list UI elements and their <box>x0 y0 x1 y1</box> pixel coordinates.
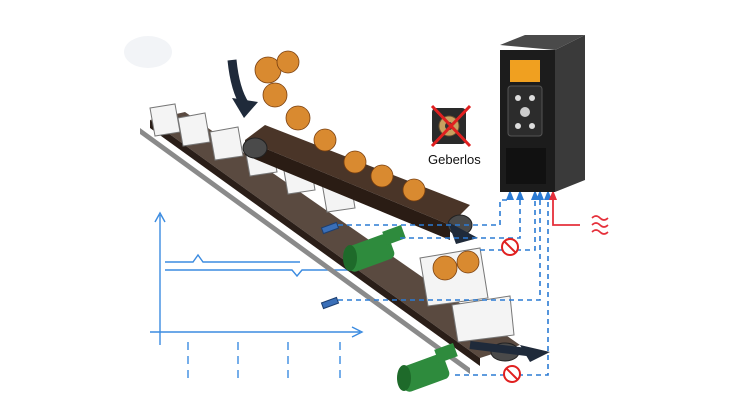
toy-5 <box>313 128 337 152</box>
cross-line-2 <box>430 104 472 148</box>
box-sensor-signal <box>480 195 536 251</box>
drive-display <box>510 60 540 82</box>
frequency-drive <box>500 35 585 192</box>
lower-belt-side <box>150 120 480 366</box>
no-entry-icon <box>501 238 519 256</box>
drive-key-4 <box>515 123 521 129</box>
lower-arrow-stem <box>469 341 536 357</box>
upper-belt-front <box>245 140 450 240</box>
power-arrow <box>549 190 557 200</box>
signal-arrowheads <box>506 190 552 200</box>
power-line <box>549 190 580 226</box>
motor-lower-box <box>434 343 458 363</box>
toy-9 <box>432 255 458 281</box>
drive-key-5 <box>529 123 535 129</box>
encoder-icon <box>430 104 472 148</box>
signal-arrow-1 <box>506 190 514 200</box>
toy-4 <box>285 105 311 131</box>
sensors <box>320 221 340 310</box>
graph-y-arrow <box>154 211 166 223</box>
speed-curve-lower <box>165 269 350 278</box>
upper-start-roller <box>242 137 268 159</box>
lower-belt-rail <box>140 128 470 374</box>
drive-key-3 <box>520 107 530 117</box>
feed-arrow <box>227 59 258 118</box>
box-2 <box>177 112 211 147</box>
toy-6 <box>343 150 367 174</box>
signal-arrow-4 <box>536 190 544 200</box>
drive-key-1 <box>515 95 521 101</box>
toy-7 <box>370 164 394 188</box>
sensor-lower-signal <box>338 195 541 301</box>
toy-3 <box>262 82 288 108</box>
motor-upper-signal <box>400 195 521 239</box>
signal-arrow-2 <box>516 190 524 200</box>
motor-upper-box <box>382 225 406 245</box>
graph-x-arrow <box>351 326 364 338</box>
background-highlight <box>124 36 172 68</box>
encoder-label: Geberlos <box>428 152 481 167</box>
no-entry-icon <box>503 365 521 383</box>
motor-lower-body <box>398 354 450 392</box>
sensor-upper <box>320 221 340 235</box>
feed-arrow-head <box>232 98 258 118</box>
toy-10 <box>456 250 480 274</box>
motor-upper <box>343 225 406 272</box>
drive-top <box>500 35 585 50</box>
timing-graph <box>150 211 364 382</box>
toy-8 <box>402 178 426 202</box>
sensor-lower <box>320 296 340 310</box>
wave-icon <box>591 215 609 235</box>
box-8 <box>451 295 515 343</box>
drive-lower-panel <box>506 148 546 184</box>
toy-group <box>254 50 480 281</box>
motor-lower <box>397 343 458 392</box>
motor-upper-flange <box>343 245 357 271</box>
drive-key-2 <box>529 95 535 101</box>
box-3 <box>209 126 244 161</box>
feed-arrow-shaft <box>227 59 249 108</box>
box-1 <box>149 103 181 137</box>
motor-lower-signal <box>455 195 549 376</box>
toy-2 <box>276 50 300 74</box>
motor-lower-flange <box>397 365 411 391</box>
speed-curve-upper <box>165 253 300 263</box>
power-line-path <box>552 195 580 226</box>
drive-side <box>555 35 585 192</box>
